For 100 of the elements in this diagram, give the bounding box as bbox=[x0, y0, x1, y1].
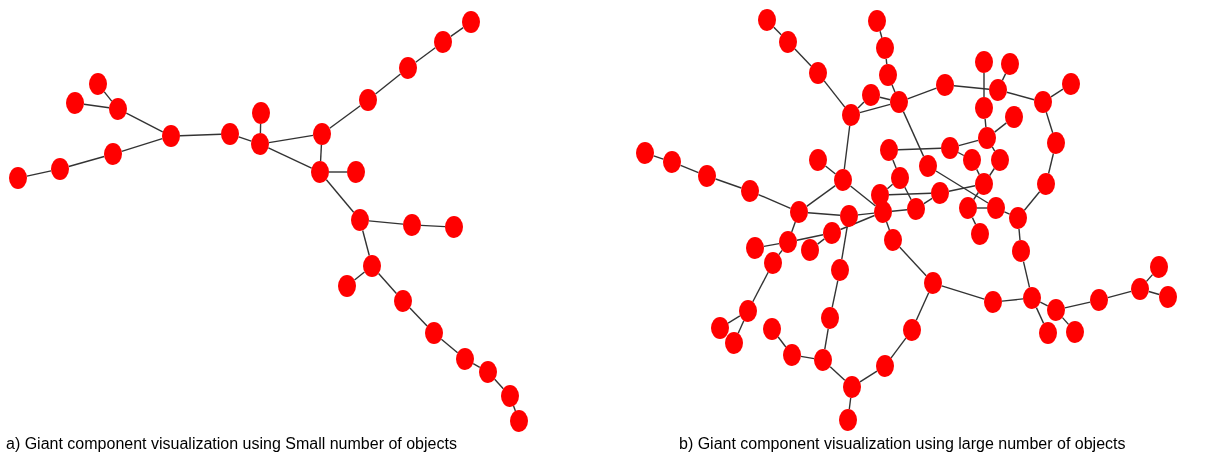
connector-line bbox=[976, 168, 980, 176]
connector-line bbox=[1006, 91, 1035, 101]
connector-line bbox=[362, 229, 370, 257]
graph-node bbox=[109, 98, 127, 120]
connector-line bbox=[976, 207, 988, 209]
connector-line bbox=[958, 139, 979, 147]
graph-node bbox=[663, 151, 681, 173]
connector-line bbox=[1039, 301, 1049, 307]
graph-node bbox=[821, 307, 839, 329]
connector-line bbox=[953, 85, 990, 90]
connector-line bbox=[879, 30, 883, 39]
panel-caption: a) Giant component visualization using Small number of objects bbox=[6, 435, 457, 453]
graph-node bbox=[801, 239, 819, 261]
graph-node bbox=[839, 409, 857, 431]
connector-line bbox=[823, 80, 846, 108]
connector-line bbox=[971, 216, 977, 226]
connector-line bbox=[377, 272, 398, 295]
connector-line bbox=[899, 246, 927, 277]
connector-line bbox=[923, 197, 933, 205]
connector-line bbox=[512, 405, 517, 412]
connector-line bbox=[653, 155, 664, 160]
connector-line bbox=[752, 271, 769, 303]
connector-line bbox=[935, 170, 989, 204]
graph-node bbox=[1066, 321, 1084, 343]
connector-line bbox=[1050, 88, 1064, 98]
graph-node bbox=[790, 201, 808, 223]
connector-line bbox=[1003, 211, 1011, 215]
graph-node bbox=[403, 214, 421, 236]
graph-node bbox=[89, 73, 107, 95]
panel-caption: b) Giant component visualization using large number of objects bbox=[679, 435, 1126, 453]
connector-line bbox=[472, 362, 481, 369]
connector-line bbox=[778, 249, 783, 256]
connector-line bbox=[409, 307, 428, 327]
connector-line bbox=[857, 212, 875, 216]
connector-line bbox=[727, 315, 741, 324]
graph-node bbox=[311, 161, 329, 183]
graph-node bbox=[975, 173, 993, 195]
connector-line bbox=[83, 103, 110, 109]
connector-line bbox=[1148, 290, 1160, 296]
connector-line bbox=[849, 185, 877, 207]
graph-node bbox=[359, 89, 377, 111]
graph-node bbox=[809, 62, 827, 84]
graph-node bbox=[1090, 289, 1108, 311]
connector-line bbox=[328, 171, 348, 173]
graph-node bbox=[104, 143, 122, 165]
connector-line bbox=[26, 170, 52, 177]
connector-line bbox=[791, 221, 796, 233]
graph-node bbox=[725, 332, 743, 354]
graph-node bbox=[843, 376, 861, 398]
graph-node bbox=[758, 9, 776, 31]
graph-node bbox=[221, 123, 239, 145]
connector-line bbox=[859, 103, 891, 114]
graph-node bbox=[868, 10, 886, 32]
graph-node bbox=[313, 123, 331, 145]
connector-line bbox=[1047, 152, 1055, 175]
graph-node bbox=[462, 11, 480, 33]
graph-node bbox=[924, 272, 942, 294]
connector-line bbox=[757, 193, 792, 210]
connector-line bbox=[897, 147, 942, 151]
graph-node bbox=[66, 92, 84, 114]
connector-line bbox=[238, 136, 252, 142]
graph-node bbox=[1001, 53, 1019, 75]
graph-node bbox=[823, 222, 841, 244]
graph-node bbox=[978, 127, 996, 149]
graph-node bbox=[991, 149, 1009, 171]
connector-line bbox=[679, 164, 700, 174]
graph-node bbox=[876, 355, 894, 377]
graph-node bbox=[919, 155, 937, 177]
graph-node bbox=[739, 300, 757, 322]
connector-line bbox=[1001, 72, 1007, 82]
graph-node bbox=[1009, 207, 1027, 229]
connector-line bbox=[859, 370, 878, 383]
connector-line bbox=[888, 192, 932, 196]
connector-line bbox=[773, 26, 782, 36]
connector-line bbox=[824, 328, 829, 350]
graph-node bbox=[746, 237, 764, 259]
connector-line bbox=[891, 209, 908, 212]
connector-line bbox=[125, 112, 164, 133]
connector-line bbox=[991, 146, 996, 152]
connector-line bbox=[807, 212, 841, 216]
graph-node bbox=[456, 348, 474, 370]
graph-node bbox=[890, 91, 908, 113]
connector-line bbox=[989, 167, 995, 177]
connector-line bbox=[983, 72, 985, 98]
connector-line bbox=[906, 87, 938, 100]
graph-node bbox=[975, 51, 993, 73]
connector-line bbox=[890, 337, 907, 359]
graph-node bbox=[936, 74, 954, 96]
connector-line bbox=[902, 110, 925, 158]
connector-line bbox=[885, 58, 888, 65]
graph-node bbox=[814, 349, 832, 371]
graph-node bbox=[394, 290, 412, 312]
graph-node bbox=[876, 37, 894, 59]
graph-node bbox=[1012, 240, 1030, 262]
connector-line bbox=[1023, 191, 1041, 211]
graph-node bbox=[636, 142, 654, 164]
connector-line bbox=[268, 134, 314, 144]
graph-node bbox=[51, 158, 69, 180]
graph-node bbox=[783, 344, 801, 366]
graph-node bbox=[698, 165, 716, 187]
